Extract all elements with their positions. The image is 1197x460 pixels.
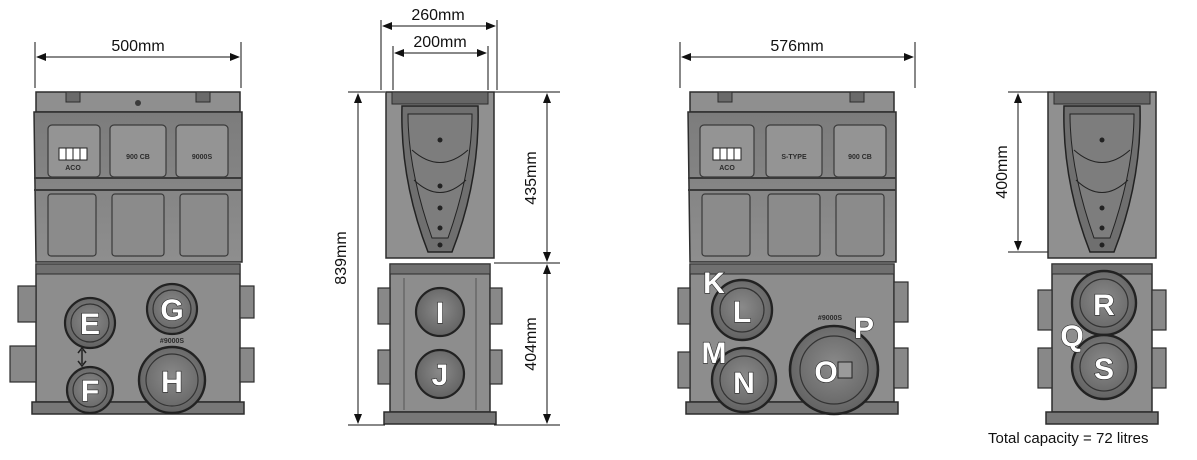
- aco-logo-icon: [58, 147, 88, 161]
- panel-label: ACO: [65, 165, 81, 172]
- port-letter: R: [1093, 289, 1115, 322]
- port-e: E: [63, 296, 117, 350]
- dim-side-b-height: 400mm: [994, 145, 1011, 198]
- port-n: N: [710, 346, 778, 414]
- port-h: H: [137, 345, 207, 415]
- dim-side-a-inner-width: 200mm: [413, 34, 466, 51]
- total-capacity-note: Total capacity = 72 litres: [988, 430, 1149, 447]
- port-letter: F: [81, 375, 99, 408]
- base-marking: #9000S: [818, 315, 842, 322]
- port-j: J: [414, 348, 466, 400]
- port-l: L: [710, 278, 774, 342]
- panel-label: 900 CB: [126, 154, 150, 161]
- aco-logo-icon: [712, 147, 742, 161]
- port-letter: G: [160, 294, 183, 327]
- port-letter: I: [436, 297, 444, 330]
- dim-side-a-outer-width: 260mm: [411, 7, 464, 24]
- front-view-b: 576mm ACO S-TYPE 900 CB: [677, 38, 916, 416]
- dim-side-a-upper-height: 435mm: [523, 151, 540, 204]
- port-letter: S: [1094, 353, 1114, 386]
- port-g: G: [145, 282, 199, 336]
- dim-front-a-width: 500mm: [111, 38, 164, 55]
- side-view-b: 400mm R S Q: [994, 91, 1167, 425]
- port-letter: N: [733, 367, 755, 400]
- dim-side-a-lower-height: 404mm: [523, 317, 540, 370]
- port-o: O: [788, 324, 880, 416]
- panel-label: 900 CB: [848, 154, 872, 161]
- panel-label: ACO: [719, 165, 735, 172]
- port-letter: J: [432, 359, 449, 392]
- port-letter-p: P: [854, 312, 874, 345]
- port-letter-m: M: [702, 337, 727, 370]
- port-letter-k: K: [703, 267, 725, 300]
- port-letter: H: [161, 366, 183, 399]
- side-view-a: 260mm 200mm 839mm 435mm 404mm: [333, 7, 560, 426]
- front-view-a: 500mm ACO 900 CB 9000S: [9, 38, 255, 415]
- port-s: S: [1070, 333, 1138, 401]
- dim-side-a-total-height: 839mm: [333, 231, 350, 284]
- port-r: R: [1070, 269, 1138, 337]
- port-letter: L: [733, 296, 751, 329]
- port-i: I: [414, 286, 466, 338]
- updown-arrow-icon: [77, 346, 87, 368]
- port-letter-q: Q: [1060, 320, 1083, 353]
- panel-label: 9000S: [192, 154, 213, 161]
- panel-label: S-TYPE: [781, 154, 807, 161]
- port-letter: O: [814, 356, 837, 389]
- port-letter: E: [80, 308, 100, 341]
- base-marking: #9000S: [160, 338, 184, 345]
- port-f: F: [65, 365, 115, 415]
- dim-front-b-width: 576mm: [770, 38, 823, 55]
